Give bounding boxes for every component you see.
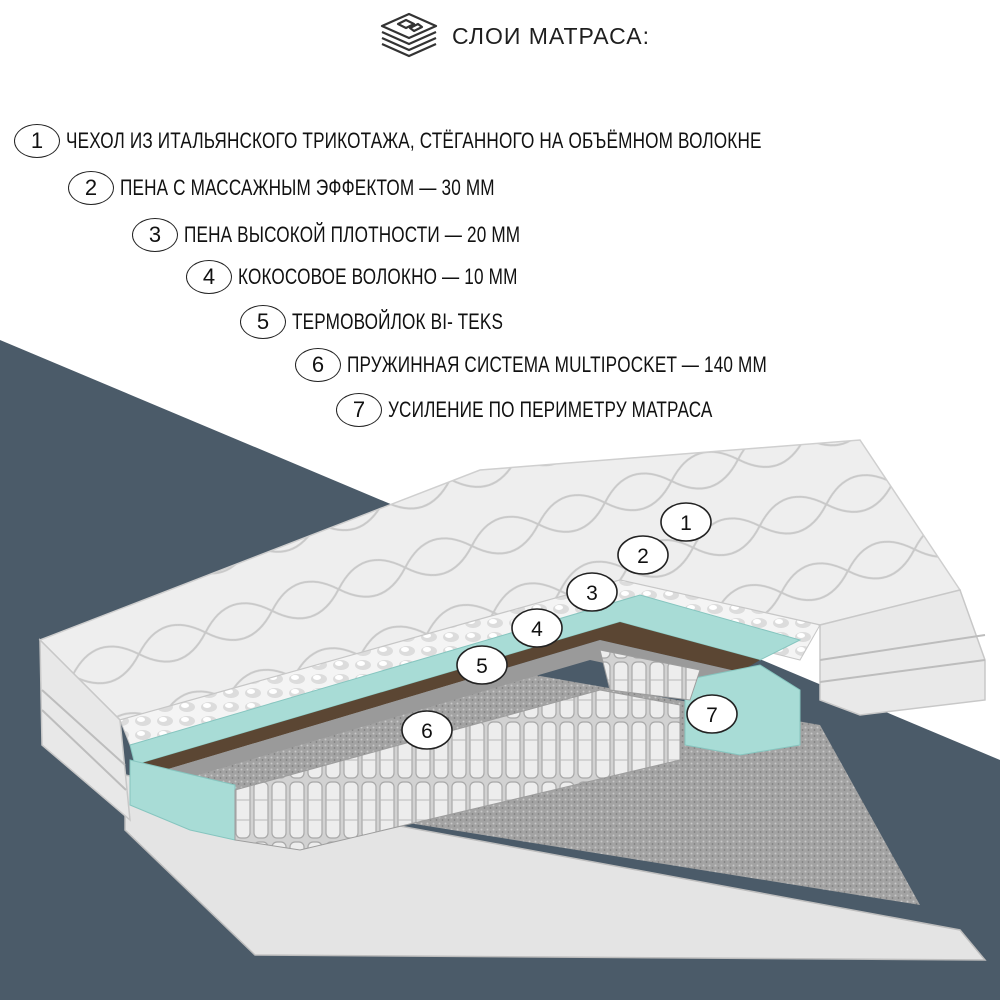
layer-item-2: 2 ПЕНА С МАССАЖНЫМ ЭФФЕКТОМ — 30 ММ (68, 168, 600, 208)
layer-number-badge: 4 (186, 260, 232, 294)
callout-label: 7 (706, 704, 718, 727)
callout-5: 5 (456, 645, 508, 685)
layer-item-1: 1 ЧЕХОЛ ИЗ ИТАЛЬЯНСКОГО ТРИКОТАЖА, СТЁГА… (14, 121, 958, 161)
layer-item-7: 7 УСИЛЕНИЕ ПО ПЕРИМЕТРУ МАТРАСА (336, 390, 804, 430)
layer-description: ТЕРМОВОЙЛОК BI- TEKS (292, 309, 504, 334)
callout-label: 3 (586, 582, 598, 605)
layers-icon (380, 12, 438, 58)
layer-item-3: 3 ПЕНА ВЫСОКОЙ ПЛОТНОСТИ — 20 ММ (132, 215, 615, 255)
layer-item-6: 6 ПРУЖИННАЯ СИСТЕМА MULTIPOCKET — 140 ММ (295, 345, 885, 385)
callout-label: 6 (421, 720, 433, 743)
layer-description: КОКОСОВОЕ ВОЛОКНО — 10 ММ (238, 264, 518, 289)
layer-description: ЧЕХОЛ ИЗ ИТАЛЬЯНСКОГО ТРИКОТАЖА, СТЁГАНН… (66, 128, 762, 153)
callout-3: 3 (566, 572, 618, 612)
callout-7: 7 (686, 694, 738, 734)
layer-number-badge: 1 (14, 124, 60, 158)
header: СЛОИ МАТРАСА: (376, 8, 650, 64)
layer-item-5: 5 ТЕРМОВОЙЛОК BI- TEKS (240, 302, 563, 342)
layer-number-badge: 2 (68, 171, 114, 205)
callout-label: 4 (531, 618, 543, 641)
layer-description: ПРУЖИННАЯ СИСТЕМА MULTIPOCKET — 140 ММ (347, 352, 767, 377)
callout-label: 1 (680, 512, 692, 535)
layer-description: ПЕНА ВЫСОКОЙ ПЛОТНОСТИ — 20 ММ (184, 222, 521, 247)
callout-4: 4 (511, 608, 563, 648)
page-title: СЛОИ МАТРАСА: (452, 22, 650, 49)
layer-number-badge: 5 (240, 305, 286, 339)
callout-label: 5 (476, 655, 488, 678)
layer-number-badge: 3 (132, 218, 178, 252)
callout-2: 2 (617, 535, 669, 575)
layer-description: ПЕНА С МАССАЖНЫМ ЭФФЕКТОМ — 30 ММ (120, 175, 495, 200)
callout-6: 6 (401, 710, 453, 750)
layer-number-badge: 7 (336, 393, 382, 427)
layer-number-badge: 6 (295, 348, 341, 382)
callout-label: 2 (637, 545, 649, 568)
callout-1: 1 (660, 502, 712, 542)
layer-item-4: 4 КОКОСОВОЕ ВОЛОКНО — 10 ММ (186, 257, 596, 297)
layer-description: УСИЛЕНИЕ ПО ПЕРИМЕТРУ МАТРАСА (388, 397, 713, 422)
